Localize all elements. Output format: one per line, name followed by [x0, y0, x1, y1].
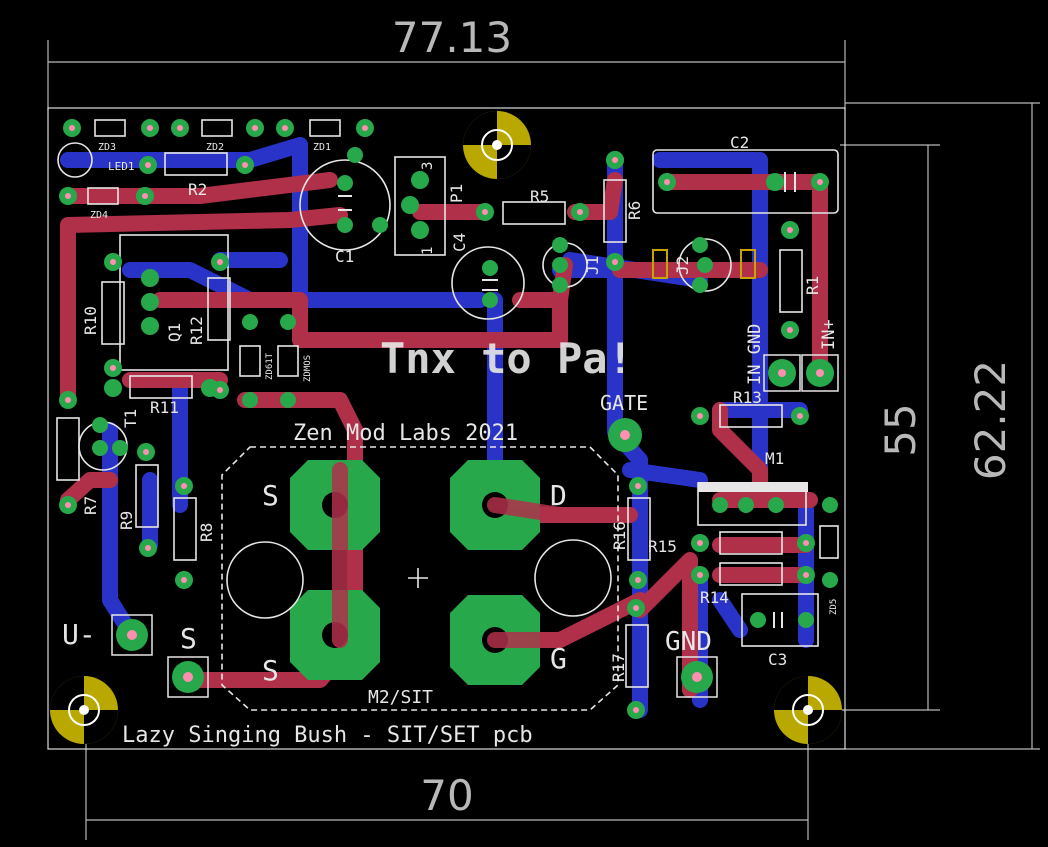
- dim-bottom-width: 70: [420, 771, 473, 820]
- label-u-minus: U-: [62, 618, 96, 651]
- label-gate: GATE: [600, 391, 648, 415]
- label-zen: Zen Mod Labs 2021: [293, 421, 518, 446]
- ref-r9: R9: [117, 511, 136, 530]
- label-in-plus: IN+: [819, 319, 839, 350]
- label-gnd: GND: [665, 627, 712, 657]
- ref-zd2: ZD2: [206, 142, 224, 153]
- label-s2: S: [262, 654, 279, 687]
- dim-inner-height: 55: [876, 403, 925, 456]
- label-in-gnd: IN GND: [745, 324, 765, 385]
- ref-r14: R14: [700, 588, 729, 607]
- ref-q1: Q1: [165, 323, 184, 342]
- ref-zd4: ZD4: [90, 210, 108, 221]
- dim-top-width: 77.13: [392, 13, 512, 62]
- label-title: Lazy Singing Bush - SIT/SET pcb: [122, 723, 533, 748]
- ref-m1: M1: [765, 449, 784, 468]
- ref-t1: T1: [121, 409, 140, 428]
- ref-p1: P1: [447, 184, 466, 203]
- ref-zdmos: ZDMOS: [303, 355, 313, 382]
- dim-outer-height: 62.22: [966, 360, 1015, 480]
- ref-p1-pin3: 3: [420, 162, 436, 170]
- ref-zd61: ZD61T: [265, 352, 275, 380]
- ref-r11: R11: [150, 398, 179, 417]
- ref-zd1: ZD1: [313, 142, 331, 153]
- ref-r12: R12: [187, 316, 206, 345]
- connector-pads: [111, 354, 839, 698]
- label-s-small: S: [180, 622, 197, 655]
- label-m2: M2/SIT: [368, 687, 433, 708]
- ref-r10: R10: [81, 306, 100, 335]
- label-g: G: [550, 642, 567, 675]
- label-s1: S: [262, 479, 279, 512]
- mounting-holes: [50, 111, 842, 744]
- ref-r16: R16: [610, 521, 629, 550]
- ref-r13: R13: [733, 388, 762, 407]
- ref-c2: C2: [730, 133, 749, 152]
- ref-j2: J2: [673, 256, 692, 275]
- board-outline: [47, 107, 846, 750]
- ref-r8: R8: [197, 523, 216, 542]
- ref-zd5: ZD5: [829, 599, 839, 615]
- ref-led1: LED1: [108, 160, 135, 173]
- dimension-lines: [47, 40, 1040, 840]
- ref-c1: C1: [335, 247, 354, 266]
- ref-r6: R6: [625, 201, 644, 220]
- label-d: D: [550, 479, 567, 512]
- ref-r1: R1: [803, 276, 822, 295]
- label-tnx: Tnx to Pa!: [380, 334, 633, 383]
- ref-j1: J1: [583, 256, 602, 275]
- ref-r17: R17: [609, 653, 628, 682]
- ref-r2: R2: [188, 180, 207, 199]
- ref-p1-pin1: 1: [420, 247, 436, 255]
- ref-r7: R7: [81, 496, 100, 515]
- ref-r5: R5: [530, 187, 549, 206]
- ref-c4: C4: [450, 233, 469, 252]
- ref-c3: C3: [768, 650, 787, 669]
- ref-zd3: ZD3: [98, 142, 116, 153]
- ref-r15: R15: [648, 537, 677, 556]
